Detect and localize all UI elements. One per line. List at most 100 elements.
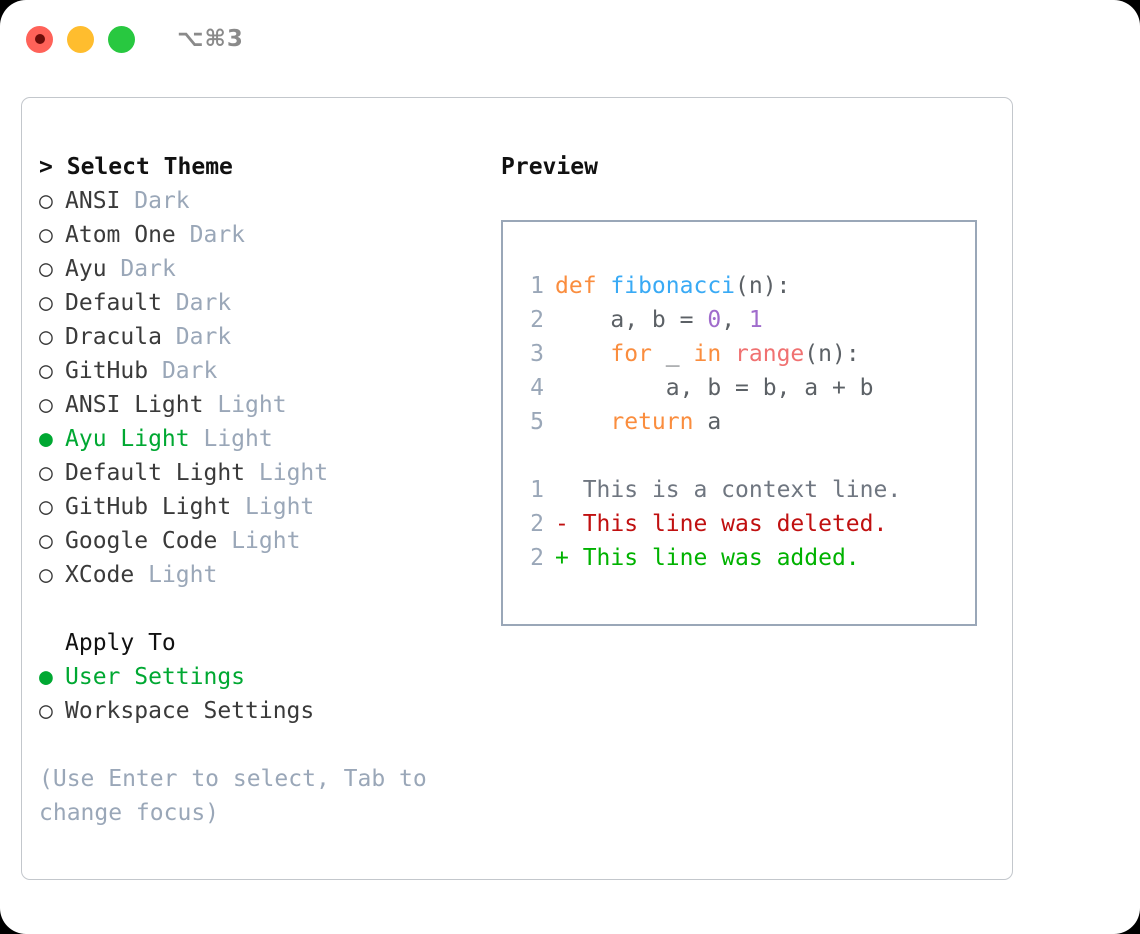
theme-option-label: ANSI Light [65,392,204,418]
apply-to-heading: Apply To [39,626,469,660]
apply-to-option-label: User Settings [65,664,246,690]
apply-to-option-label: Workspace Settings [65,698,315,724]
theme-option-ansi[interactable]: ○ANSI Dark [39,184,469,218]
radio-selected-icon: ● [39,426,53,452]
diff-text: This is a context line. [582,477,902,503]
code-line-number: 5 [530,409,544,435]
code-token: (n): [804,341,860,367]
code-line: 2 a, b = 0, 1 [518,303,874,337]
theme-option-github[interactable]: ○ GitHub Dark [39,354,469,388]
preview-heading: Preview [501,154,598,180]
theme-option-tag: Dark [161,358,218,384]
radio-unselected-icon: ○ [39,188,53,214]
title-bar: ⌥⌘3 [0,0,1140,78]
apply-to-label: Apply To [65,630,176,656]
code-token: def [555,273,611,299]
code-line: 5 return a [518,405,874,439]
close-button-icon[interactable] [26,25,53,53]
diff-line-number: 2 [530,545,544,571]
code-token [555,341,610,367]
theme-option-label: GitHub Light [65,494,232,520]
theme-option-default[interactable]: ○ Default Dark [39,286,469,320]
diff-line-number: 1 [530,477,544,503]
theme-option-tag: Light [148,562,218,588]
diff-preview: 1 This is a context line.2- This line wa… [518,473,901,575]
keyboard-hint: (Use Enter to select, Tab to change focu… [39,766,441,826]
keyboard-shortcut-label: ⌥⌘3 [177,26,244,52]
diff-sign: + [555,545,583,571]
apply-to-option-user-settings[interactable]: ● User Settings [39,660,469,694]
theme-option-atom-one[interactable]: ○Atom One Dark [39,218,469,252]
zoom-button-icon[interactable] [108,25,135,53]
theme-option-label: Dracula [65,324,162,350]
radio-unselected-icon: ○ [39,562,53,588]
diff-line: 2 + This line was added. [518,541,901,575]
code-token: a, b = [555,307,708,333]
theme-option-list: ○ANSI Dark○Atom One Dark○Ayu Dark○Defaul… [39,184,469,592]
theme-option-tag: Dark [189,222,246,248]
apply-to-option-workspace-settings[interactable]: ○ Workspace Settings [39,694,469,728]
page-title: Select Theme [66,154,233,180]
code-token [721,341,735,367]
theme-option-label: ANSI [65,188,121,214]
code-token: for [610,341,652,367]
radio-unselected-icon: ○ [39,222,53,248]
diff-line: 2- This line was deleted. [518,507,901,541]
theme-option-ayu[interactable]: ○Ayu Dark [39,252,469,286]
radio-unselected-icon: ○ [39,460,53,486]
diff-sign: - [555,511,583,537]
radio-selected-icon: ● [39,664,53,690]
code-line: 4 a, b = b, a + b [518,371,874,405]
apply-to-option-list: ● User Settings ○ Workspace Settings [39,660,469,728]
theme-option-label: Google Code [65,528,218,554]
code-token: 0 [707,307,722,333]
theme-option-tag: Light [231,528,301,554]
theme-option-ayu-light[interactable]: ● Ayu Light Light [39,422,469,456]
theme-option-label: XCode [65,562,135,588]
diff-text: This line was added. [582,545,860,571]
close-button-core [34,34,45,44]
theme-option-xcode[interactable]: ○ XCode Light [39,558,469,592]
theme-option-ansi-light[interactable]: ○ ANSI Light Light [39,388,469,422]
theme-option-label: Default Light [65,460,246,486]
theme-option-google-code[interactable]: ○ Google Code Light [39,524,469,558]
radio-unselected-icon: ○ [39,290,53,316]
theme-picker-column: > Select Theme ○ANSI Dark○Atom One Dark○… [39,150,469,830]
theme-option-label: GitHub [65,358,149,384]
diff-line: 1 This is a context line. [518,473,901,507]
diff-text: This line was deleted. [582,511,888,537]
theme-option-tag: Dark [120,256,176,282]
theme-option-tag: Dark [175,324,232,350]
diff-line-number: 2 [530,511,544,537]
radio-unselected-icon: ○ [39,358,53,384]
code-line-number: 2 [530,307,544,333]
radio-unselected-icon: ○ [39,698,53,724]
code-token: _ [651,341,694,367]
code-token: a, b = b, a + b [555,375,874,401]
theme-option-dracula[interactable]: ○Dracula Dark [39,320,469,354]
theme-option-label: Default [65,290,162,316]
theme-option-tag: Light [258,460,329,486]
minimize-button-icon[interactable] [67,25,94,53]
window-controls [26,25,135,53]
theme-option-tag: Light [203,426,273,452]
theme-option-tag: Light [245,494,315,520]
radio-unselected-icon: ○ [39,392,53,418]
theme-option-github-light[interactable]: ○GitHub Light Light [39,490,469,524]
theme-option-tag: Light [217,392,287,418]
code-line-number: 1 [530,273,544,299]
theme-option-tag: Dark [175,290,232,316]
code-line: 3 for _ in range(n): [518,337,874,371]
radio-unselected-icon: ○ [39,528,53,554]
code-token [555,409,610,435]
code-token: 1 [748,307,763,333]
theme-option-label: Ayu [65,256,107,282]
theme-option-label: Ayu Light [65,426,190,452]
theme-option-default-light[interactable]: ○ Default Light Light [39,456,469,490]
diff-sign [555,477,583,503]
